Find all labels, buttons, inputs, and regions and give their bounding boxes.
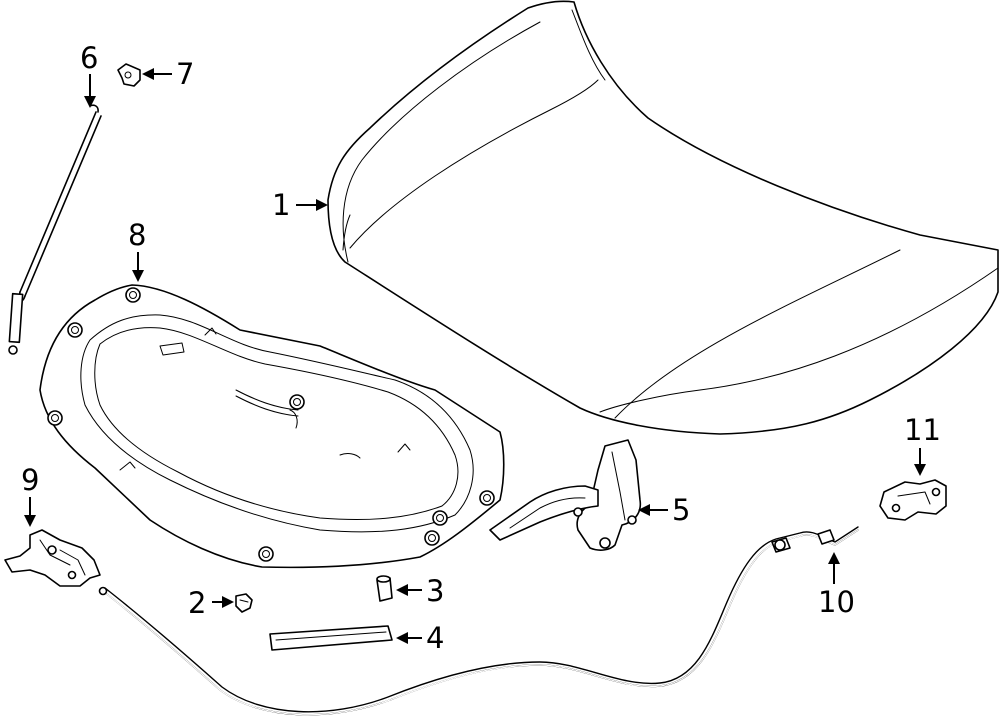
- callout-10: 10: [818, 552, 855, 619]
- callout-2: 2: [188, 586, 234, 620]
- hood-stopper: [376, 575, 393, 602]
- callout-3: 3: [396, 574, 444, 608]
- secondary-latch: [879, 479, 947, 521]
- svg-text:3: 3: [426, 574, 444, 608]
- callout-8: 8: [128, 218, 146, 282]
- hood-panel: [327, 0, 999, 435]
- svg-text:7: 7: [176, 57, 194, 91]
- hood-insulator: [39, 284, 505, 569]
- hood-seal: [269, 625, 393, 651]
- hood-hinge: [489, 439, 642, 551]
- svg-text:8: 8: [128, 218, 146, 252]
- hood-latch: [4, 529, 101, 587]
- insulator-clip-holes: [47, 287, 495, 562]
- callout-11: 11: [904, 413, 941, 476]
- hood-bumper: [235, 593, 253, 613]
- callout-1: 1: [272, 188, 328, 222]
- svg-text:9: 9: [21, 463, 39, 497]
- svg-text:1: 1: [272, 188, 290, 222]
- svg-text:6: 6: [80, 41, 98, 75]
- callout-6: 6: [80, 41, 98, 108]
- release-cable: [98, 526, 859, 716]
- rod-clip: [117, 63, 141, 87]
- svg-text:5: 5: [672, 493, 690, 527]
- svg-text:10: 10: [818, 585, 855, 619]
- callout-5: 5: [638, 493, 690, 527]
- callout-7: 7: [142, 57, 194, 91]
- svg-text:11: 11: [904, 413, 941, 447]
- svg-text:4: 4: [426, 621, 444, 655]
- callout-4: 4: [396, 621, 444, 655]
- svg-text:2: 2: [188, 586, 206, 620]
- callout-9: 9: [21, 463, 39, 527]
- hood-support-rod: [8, 104, 102, 355]
